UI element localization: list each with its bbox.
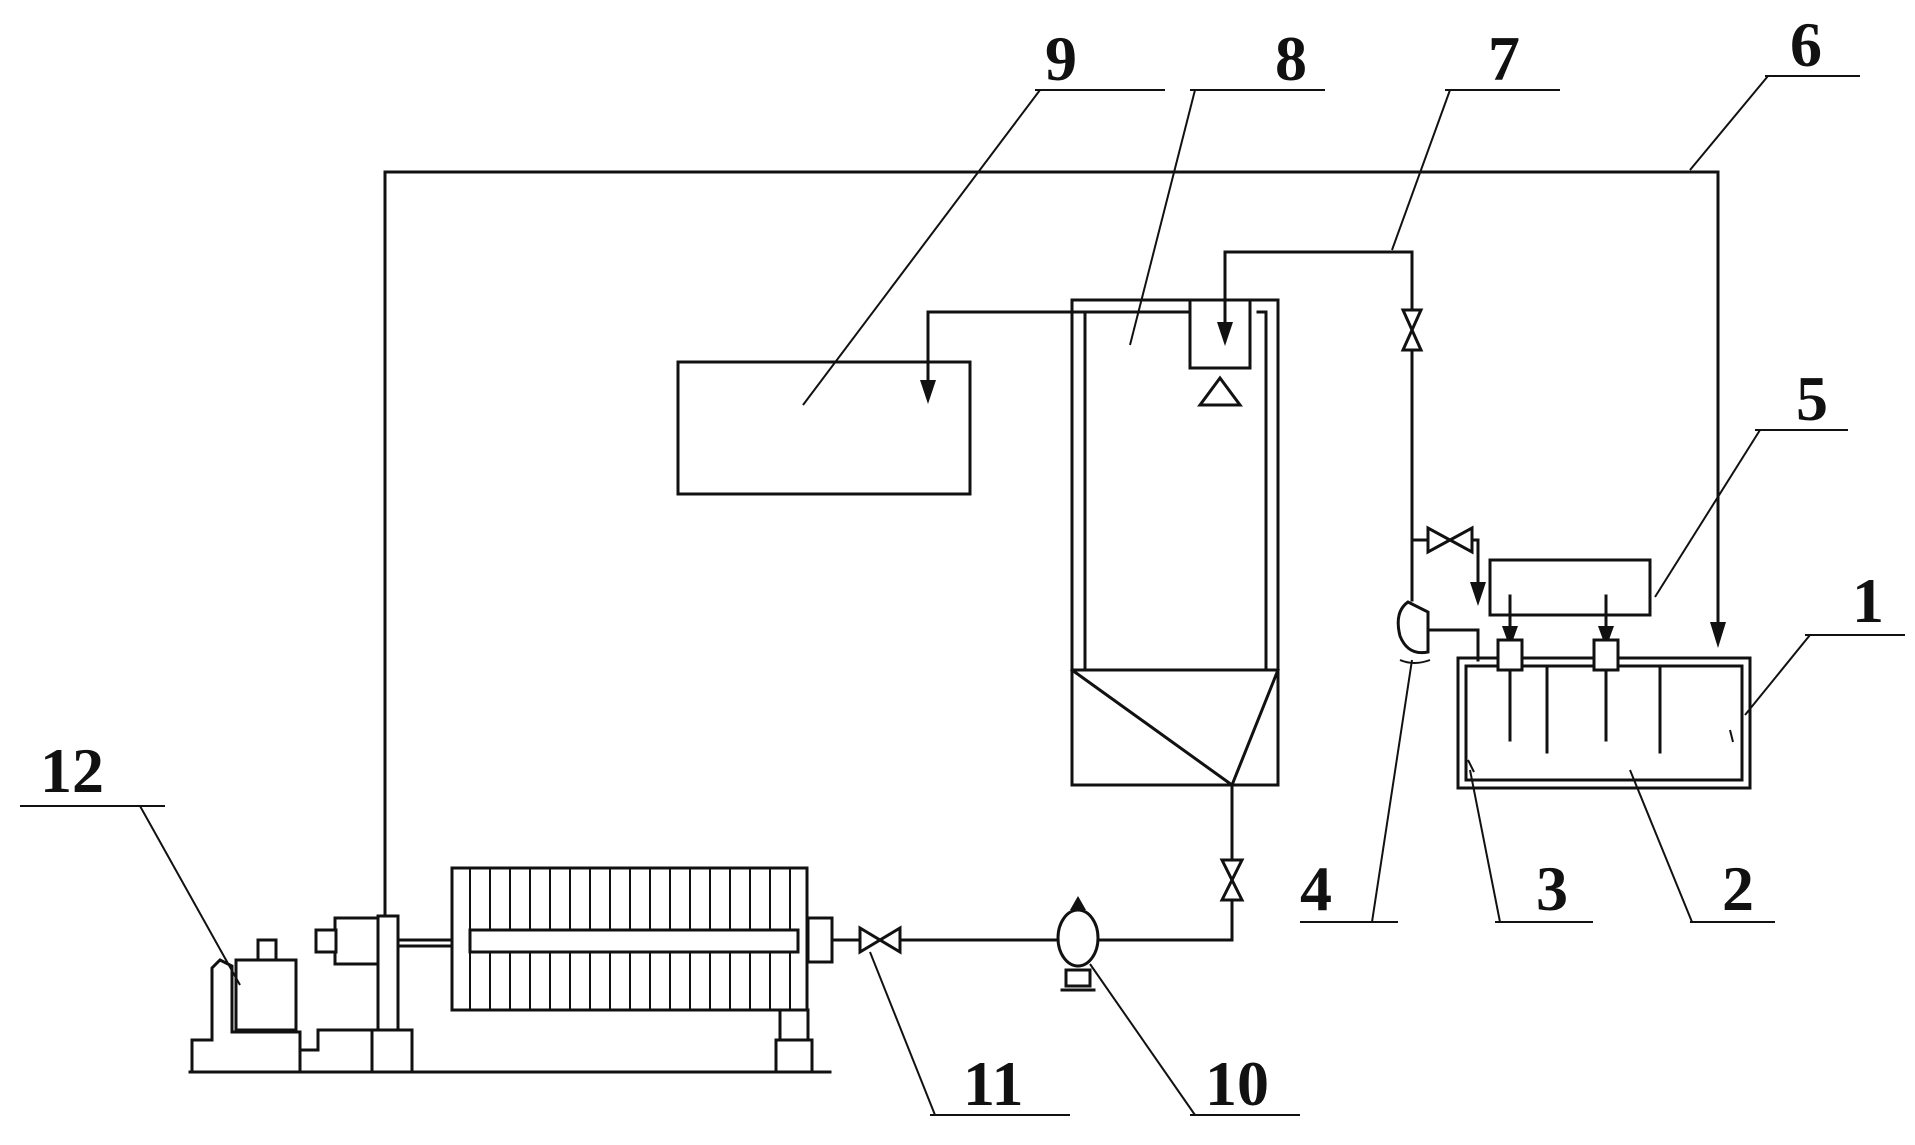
settling-tank-8	[1069, 298, 1280, 942]
label-8: 8	[1275, 23, 1307, 94]
label-5: 5	[1796, 363, 1828, 434]
label-11: 11	[963, 1048, 1023, 1119]
feed-pump-10	[886, 858, 1245, 992]
filter-press	[188, 866, 834, 1074]
pump-4	[1396, 600, 1480, 664]
dosing-tank-5	[1410, 525, 1652, 648]
hydraulic-unit-12	[190, 938, 374, 1074]
leader-lines	[20, 75, 1905, 1116]
valve-11	[828, 925, 902, 955]
label-3: 3	[1536, 853, 1568, 924]
inlet-pipe-7	[1217, 250, 1424, 602]
label-12: 12	[40, 735, 104, 806]
label-4: 4	[1300, 853, 1332, 924]
label-9: 9	[1045, 23, 1077, 94]
label-10: 10	[1205, 1048, 1269, 1119]
label-1: 1	[1852, 565, 1884, 636]
label-2: 2	[1722, 853, 1754, 924]
storage-tank-9	[676, 310, 1092, 496]
return-pipe-6	[383, 170, 1726, 962]
label-7: 7	[1488, 23, 1520, 94]
label-6: 6	[1790, 9, 1822, 80]
reaction-tank-1	[1456, 638, 1752, 790]
